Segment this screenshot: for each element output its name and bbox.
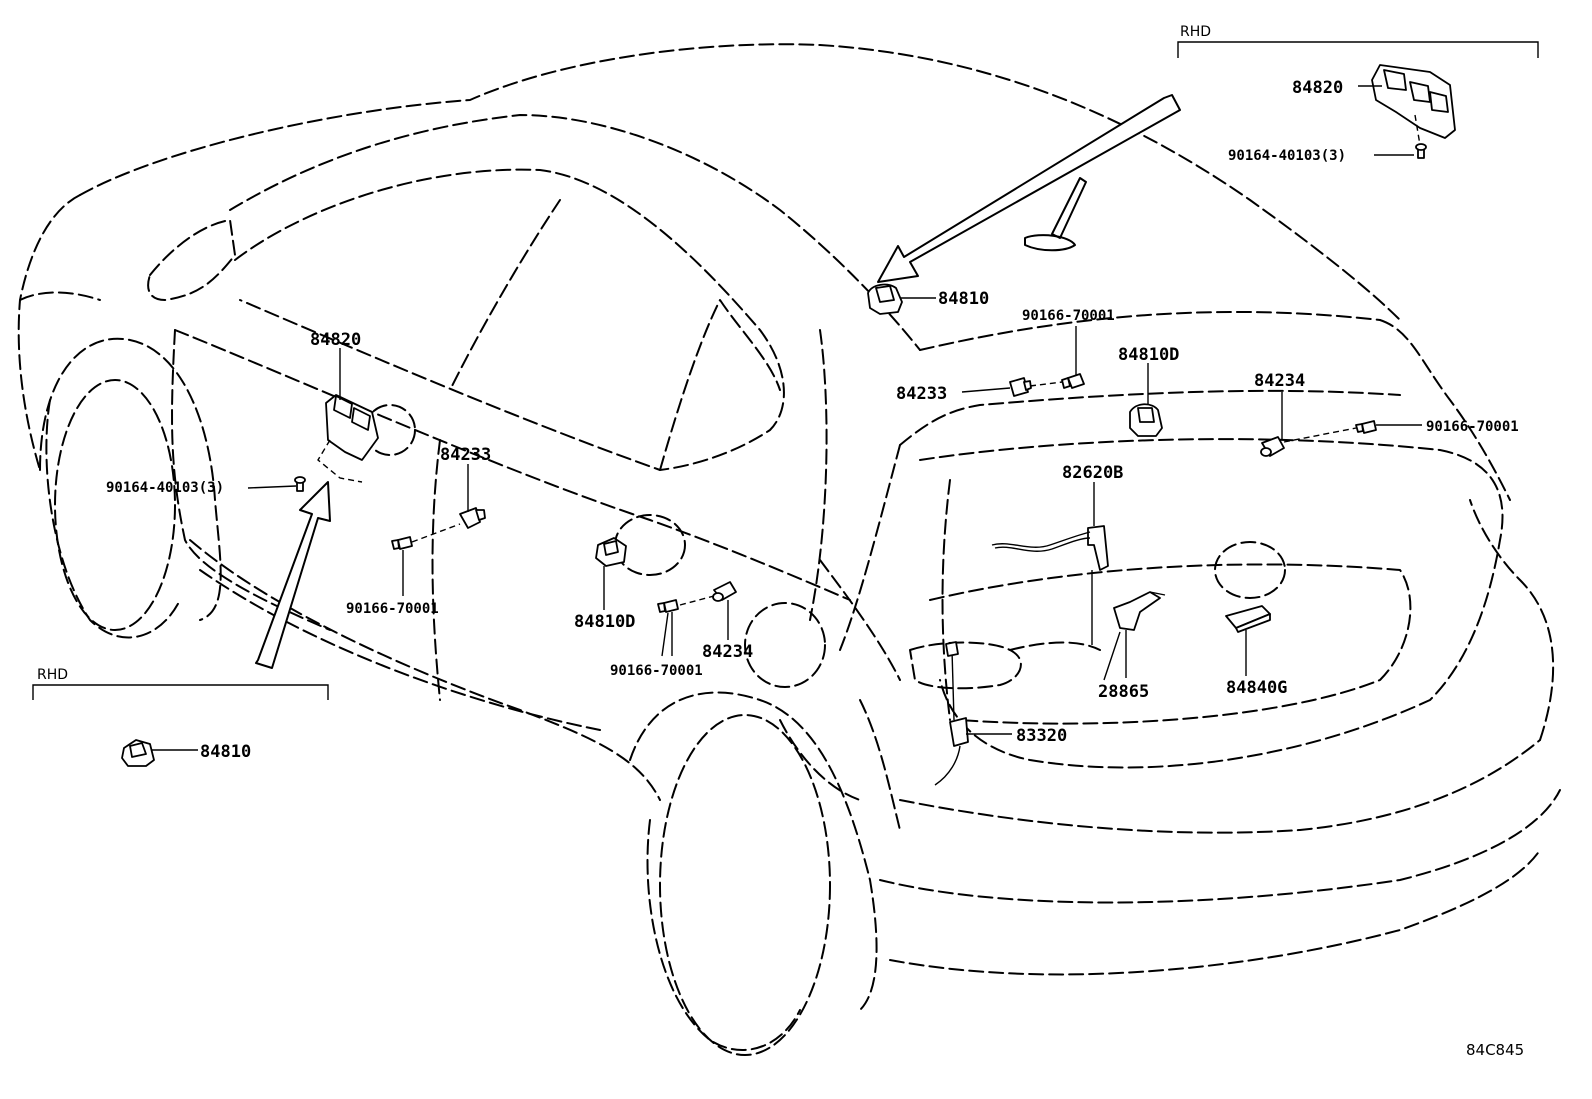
screw-90164-door-icon: [294, 476, 306, 492]
callout-84820-rhd: 84820: [1292, 78, 1343, 98]
switch-84810d-right-icon: [1129, 403, 1163, 437]
power-window-master-switch-rhd-icon: [1371, 64, 1456, 146]
callout-90166-right: 90166-70001: [1426, 419, 1519, 435]
courtesy-switch-84233-door-icon: [459, 507, 486, 529]
leader-lines: [152, 85, 1422, 751]
callout-84810-top: 84810: [938, 289, 989, 309]
callout-84840g: 84840G: [1226, 678, 1287, 698]
callout-90164-door: 90164-40103(3): [106, 480, 224, 496]
callout-84234-right: 84234: [1254, 371, 1305, 391]
callout-84233-right: 84233: [896, 384, 947, 404]
callout-84234-rear: 84234: [702, 642, 753, 662]
bracket-28865-icon: [1113, 591, 1166, 631]
rhd-bracket-top-right: [1177, 41, 1539, 58]
sensor-83320-icon: [934, 641, 969, 786]
switch-84810d-rear-icon: [595, 537, 627, 567]
rhd-label-bottom: RHD: [37, 667, 68, 683]
callout-84810-rhd: 84810: [200, 742, 251, 762]
car-body-outline: [17, 43, 1561, 1056]
power-window-master-switch-door-icon: [317, 394, 379, 483]
callout-83320: 83320: [1016, 726, 1067, 746]
screw-90166-rear-icon: [657, 599, 679, 613]
rhd-label-top: RHD: [1180, 24, 1211, 40]
courtesy-switch-84234-right-icon: [1260, 436, 1285, 457]
callout-84233-door: 84233: [440, 445, 491, 465]
callout-90166-top: 90166-70001: [1022, 308, 1115, 324]
callout-90166-door: 90166-70001: [346, 601, 439, 617]
callout-84820-door: 84820: [310, 330, 361, 350]
relay-block-82620b-icon: [991, 525, 1109, 571]
screw-90166-door-icon: [391, 536, 413, 550]
screw-rhd-icon: [1415, 143, 1427, 159]
callout-84810d-right: 84810D: [1118, 345, 1179, 365]
antenna-icon: [1024, 177, 1087, 252]
rhd-bracket-bottom-left: [32, 684, 329, 700]
view-arrow-top: [877, 94, 1181, 283]
callout-84810d-rear: 84810D: [574, 612, 635, 632]
callout-90164-rhd: 90164-40103(3): [1228, 148, 1346, 164]
screw-90166-right-top-icon: [1061, 373, 1085, 389]
screw-90166-right-icon: [1355, 420, 1377, 434]
diagram-code: 84C845: [1466, 1041, 1524, 1059]
switch-84810-rhd-icon: [121, 739, 155, 767]
callout-82620b: 82620B: [1062, 463, 1123, 483]
courtesy-switch-84234-rear-icon: [712, 581, 737, 602]
view-arrow-left: [255, 481, 331, 669]
callout-90166-rear: 90166-70001: [610, 663, 703, 679]
callout-28865: 28865: [1098, 682, 1149, 702]
switch-84840g-icon: [1225, 605, 1271, 633]
courtesy-switch-84233-right-icon: [1009, 377, 1032, 397]
switch-84810-top-icon: [867, 283, 903, 315]
